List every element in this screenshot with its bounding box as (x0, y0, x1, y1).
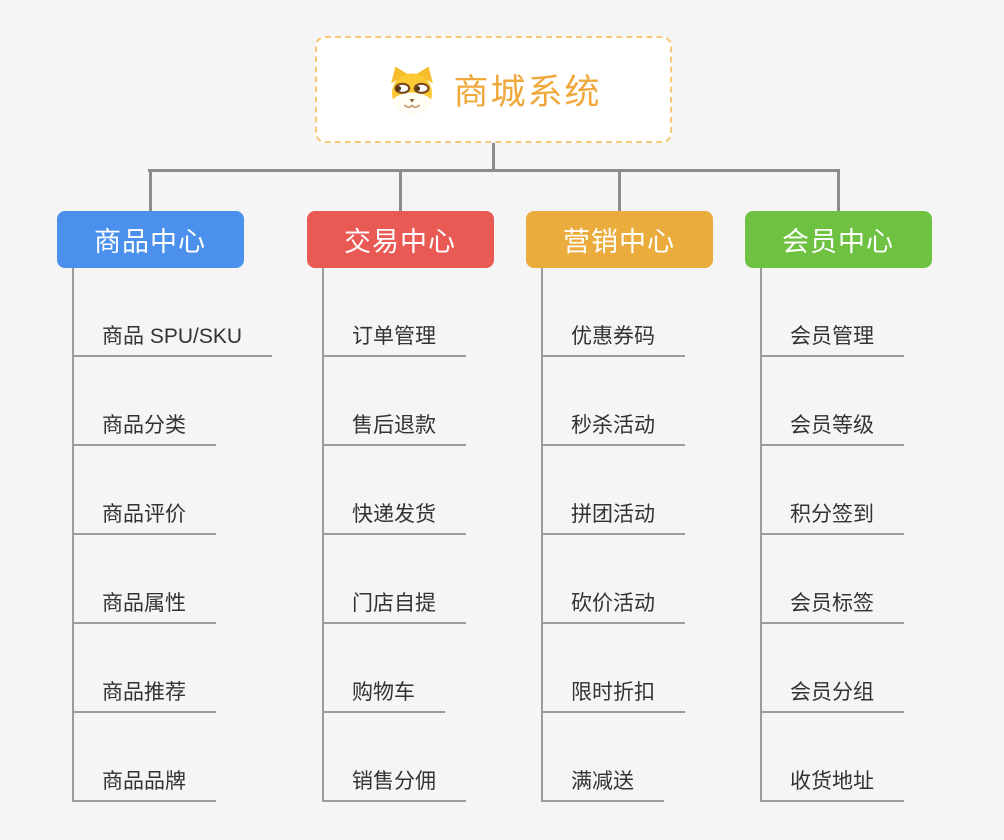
root-node[interactable]: 商城系统 (315, 36, 672, 143)
node-shopping-cart[interactable]: 购物车 (324, 624, 445, 713)
node-product-recommend[interactable]: 商品推荐 (74, 624, 216, 713)
node-aftersale-refund[interactable]: 售后退款 (324, 357, 466, 446)
branch-header-marketing[interactable]: 营销中心 (525, 211, 713, 268)
node-product-brand[interactable]: 商品品牌 (74, 713, 216, 802)
branch-header-product[interactable]: 商品中心 (56, 211, 244, 268)
branch-header-trade[interactable]: 交易中心 (306, 211, 494, 268)
node-sales-commission[interactable]: 销售分佣 (324, 713, 466, 802)
node-store-pickup[interactable]: 门店自提 (324, 535, 466, 624)
node-product-category[interactable]: 商品分类 (74, 357, 216, 446)
connector-drop-2 (398, 171, 402, 211)
branch-column-marketing: 优惠券码 秒杀活动 拼团活动 砍价活动 限时折扣 满减送 (541, 268, 685, 802)
branch-column-member: 会员管理 会员等级 积分签到 会员标签 会员分组 收货地址 (760, 268, 904, 802)
shiba-dog-icon (391, 66, 434, 113)
branch-header-member[interactable]: 会员中心 (744, 211, 932, 268)
node-order-management[interactable]: 订单管理 (324, 268, 466, 357)
node-limited-discount[interactable]: 限时折扣 (543, 624, 685, 713)
node-member-level[interactable]: 会员等级 (762, 357, 904, 446)
node-flash-sale[interactable]: 秒杀活动 (543, 357, 685, 446)
node-product-spu-sku[interactable]: 商品 SPU/SKU (74, 268, 273, 357)
connector-horizontal (148, 169, 840, 172)
connector-root-stub (492, 143, 495, 170)
node-coupon-code[interactable]: 优惠券码 (543, 268, 685, 357)
node-product-review[interactable]: 商品评价 (74, 446, 216, 535)
node-shipping-address[interactable]: 收货地址 (762, 713, 904, 802)
node-member-management[interactable]: 会员管理 (762, 268, 904, 357)
branch-column-trade: 订单管理 售后退款 快递发货 门店自提 购物车 销售分佣 (322, 268, 466, 802)
connector-drop-4 (836, 171, 840, 211)
node-member-tag[interactable]: 会员标签 (762, 535, 904, 624)
node-group-buy[interactable]: 拼团活动 (543, 446, 685, 535)
node-points-checkin[interactable]: 积分签到 (762, 446, 904, 535)
node-spend-save[interactable]: 满减送 (543, 713, 664, 802)
root-title: 商城系统 (453, 73, 602, 112)
branch-column-product: 商品 SPU/SKU 商品分类 商品评价 商品属性 商品推荐 商品品牌 (72, 268, 273, 802)
node-express-delivery[interactable]: 快递发货 (324, 446, 466, 535)
node-bargain-activity[interactable]: 砍价活动 (543, 535, 685, 624)
node-member-group[interactable]: 会员分组 (762, 624, 904, 713)
connector-drop-1 (148, 171, 152, 211)
connector-drop-3 (617, 171, 621, 211)
node-product-attribute[interactable]: 商品属性 (74, 535, 216, 624)
